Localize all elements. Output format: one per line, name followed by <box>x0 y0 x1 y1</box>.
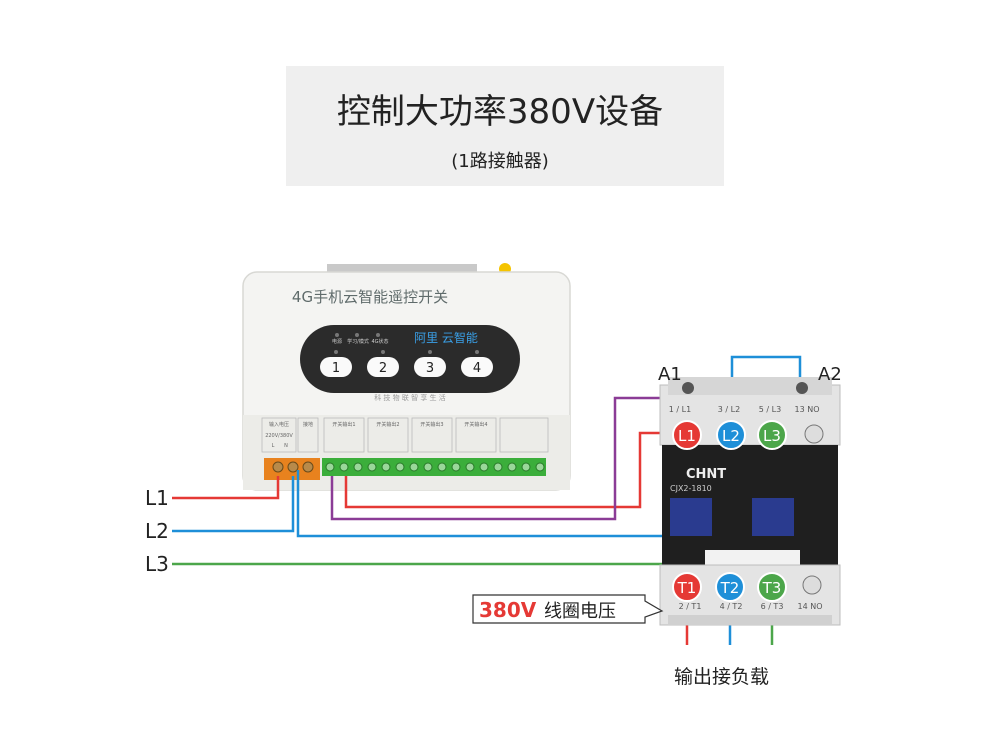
terminal-screw <box>535 462 545 472</box>
line-label-l3: L3 <box>145 552 169 576</box>
badge-l3: L3 <box>757 420 787 450</box>
terminal-label-out2: 开关输出2 <box>376 421 399 428</box>
coil-voltage-text: 线圈电压 <box>544 601 616 622</box>
badge-l2: L2 <box>716 420 746 450</box>
controller-button-1[interactable]: 1 <box>320 357 352 377</box>
output-terminal-screws <box>325 462 545 472</box>
wire-l2 <box>172 476 295 533</box>
coil-terminal-a2: A2 <box>818 364 842 385</box>
terminal-screw <box>325 462 335 472</box>
terminal-label-ground: 接地 <box>303 421 313 428</box>
coil-terminal-a1: A1 <box>658 364 682 385</box>
title-panel <box>286 66 724 186</box>
controller-brand-text: 4G手机云智能遥控开关 <box>292 288 448 306</box>
svg-text:T1: T1 <box>677 579 697 597</box>
controller-device: 4G手机云智能遥控开关 电源 学习/模式 4G状态 阿里 云智能 1 2 3 4… <box>242 263 571 491</box>
controller-button-2[interactable]: 2 <box>367 357 399 377</box>
top-terminal-1: 1 / L1 <box>669 405 691 414</box>
led-label-4g: 4G状态 <box>371 338 388 345</box>
terminal-screw <box>493 462 503 472</box>
ln-label-l: L <box>272 443 275 449</box>
terminal-screw <box>367 462 377 472</box>
badge-l1: L1 <box>672 420 702 450</box>
svg-text:T3: T3 <box>762 579 782 597</box>
voltage-label: 220V/380V <box>265 433 293 439</box>
slogan-text: 科 技 物 联 智 享 生 活 <box>374 393 446 402</box>
wire-coil-red <box>344 431 680 509</box>
badge-t2: T2 <box>715 572 745 602</box>
bottom-terminal-14: 14 NO <box>797 602 822 611</box>
bottom-terminal-2: 2 / T1 <box>679 602 702 611</box>
terminal-label-out1: 开关输出1 <box>332 421 355 428</box>
output-load-label: 输出接负载 <box>674 666 770 688</box>
terminal-label-out4: 开关输出4 <box>464 421 487 428</box>
svg-text:1: 1 <box>332 361 340 376</box>
terminal-screw <box>507 462 517 472</box>
terminal-screw <box>521 462 531 472</box>
terminal-screw <box>451 462 461 472</box>
wire-l1 <box>172 476 280 500</box>
output-terminal-block <box>322 458 546 476</box>
led-label-mode: 学习/模式 <box>347 338 369 345</box>
page-title: 控制大功率380V设备 <box>336 92 664 132</box>
top-terminal-5: 5 / L3 <box>759 405 781 414</box>
contactor-model: CJX2-1810 <box>670 484 712 493</box>
svg-text:T2: T2 <box>720 579 740 597</box>
svg-text:2: 2 <box>379 361 387 376</box>
line-label-l2: L2 <box>145 519 169 543</box>
contactor-device: 1 / L1 3 / L2 5 / L3 13 NO CHNT CJX2-181… <box>659 377 841 626</box>
bottom-terminal-4: 4 / T2 <box>720 602 743 611</box>
ln-label-n: N <box>284 443 288 449</box>
page-subtitle: (1路接触器) <box>451 151 549 172</box>
top-terminal-13: 13 NO <box>794 405 819 414</box>
top-terminal-3: 3 / L2 <box>718 405 740 414</box>
bottom-terminal-6: 6 / T3 <box>761 602 784 611</box>
terminal-screw <box>437 462 447 472</box>
terminal-screw <box>479 462 489 472</box>
svg-text:4: 4 <box>473 361 481 376</box>
coil-voltage-callout: 380V 线圈电压 <box>472 594 664 624</box>
controller-panel <box>300 325 520 393</box>
terminal-screw <box>395 462 405 472</box>
terminal-screw <box>353 462 363 472</box>
wire-coil-purple <box>330 396 705 521</box>
contactor-brand: CHNT <box>686 467 726 482</box>
controller-button-3[interactable]: 3 <box>414 357 446 377</box>
badge-t1: T1 <box>672 572 702 602</box>
led-label-power: 电源 <box>332 338 342 345</box>
controller-button-4[interactable]: 4 <box>461 357 493 377</box>
terminal-screw <box>465 462 475 472</box>
platform-text: 阿里 云智能 <box>414 330 478 345</box>
terminal-screw <box>381 462 391 472</box>
terminal-screw <box>409 462 419 472</box>
svg-text:3: 3 <box>426 361 434 376</box>
terminal-screw <box>339 462 349 472</box>
line-label-l1: L1 <box>145 486 169 510</box>
svg-text:L3: L3 <box>763 427 781 445</box>
terminal-label-out3: 开关输出3 <box>420 421 443 428</box>
terminal-screw <box>423 462 433 472</box>
svg-text:L2: L2 <box>722 427 740 445</box>
terminal-label-input: 输入电压 <box>269 421 289 428</box>
coil-voltage-value: 380V <box>479 598 537 622</box>
badge-t3: T3 <box>757 572 787 602</box>
svg-text:L1: L1 <box>678 427 696 445</box>
